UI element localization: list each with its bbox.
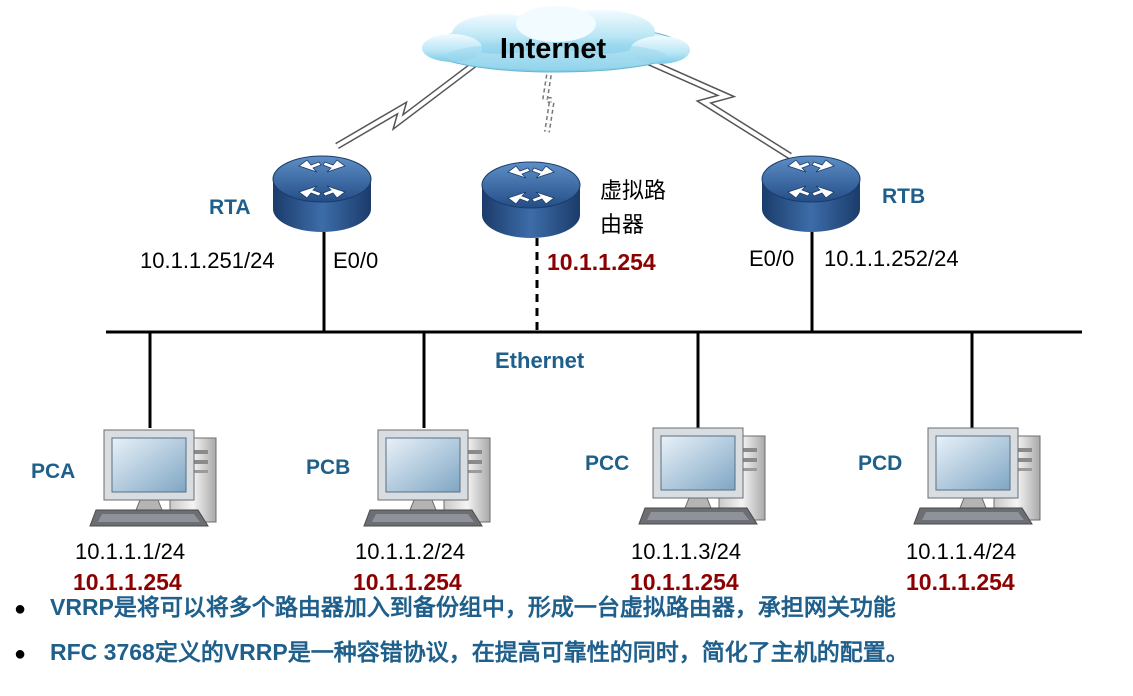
pca-gateway-label: 10.1.1.254	[73, 569, 182, 595]
pcb-ip-label: 10.1.1.2/24	[355, 539, 465, 564]
rta-label: RTA	[209, 196, 251, 219]
virtual-router-ip-label: 10.1.1.254	[547, 249, 656, 275]
wan-link-virtual-inner	[543, 67, 554, 133]
bullet-item-vrrp-definition: ● VRRP是将可以将多个路由器加入到备份组中，形成一台虚拟路由器，承担网关功能	[14, 588, 896, 622]
bullet-text: VRRP是将可以将多个路由器加入到备份组中，形成一台虚拟路由器，承担网关功能	[50, 594, 896, 620]
pcc-ip-label: 10.1.1.3/24	[631, 539, 741, 564]
rtb-router-icon	[761, 155, 861, 233]
pcb-computer-icon	[363, 429, 491, 527]
rtb-interface-label: E0/0	[749, 246, 794, 271]
rta-interface-label: E0/0	[333, 248, 378, 273]
internet-label: Internet	[500, 33, 607, 65]
rtb-label: RTB	[882, 185, 925, 208]
pcd-computer-icon	[913, 427, 1041, 525]
pcd-gateway-label: 10.1.1.254	[906, 569, 1015, 595]
bullet-text: RFC 3768定义的VRRP是一种容错协议，在提高可靠性的同时，简化了主机的配…	[50, 639, 909, 665]
pca-ip-label: 10.1.1.1/24	[75, 539, 185, 564]
bullet-dot-icon: ●	[14, 643, 27, 665]
pcb-label: PCB	[306, 456, 350, 479]
pcd-ip-label: 10.1.1.4/24	[906, 539, 1016, 564]
rta-router-icon	[272, 155, 372, 233]
pca-computer-icon	[89, 429, 217, 527]
rta-ip-label: 10.1.1.251/24	[140, 248, 275, 273]
ethernet-label: Ethernet	[495, 348, 585, 373]
pca-label: PCA	[31, 460, 75, 483]
bullet-item-rfc: ● RFC 3768定义的VRRP是一种容错协议，在提高可靠性的同时，简化了主机的…	[14, 633, 909, 667]
bullet-dot-icon: ●	[14, 598, 27, 620]
pcc-gateway-label: 10.1.1.254	[630, 569, 739, 595]
rtb-ip-label: 10.1.1.252/24	[824, 246, 959, 271]
internet-cloud-icon	[422, 6, 690, 73]
virtual-router-icon	[481, 161, 581, 239]
virtual-router-label-line1: 虚拟路	[600, 178, 666, 203]
pcb-gateway-label: 10.1.1.254	[353, 569, 462, 595]
pcc-label: PCC	[585, 452, 629, 475]
wan-link-rtb-inner	[639, 56, 792, 158]
virtual-router-label-line2: 由器	[600, 212, 644, 237]
pcc-computer-icon	[638, 427, 766, 525]
pcd-label: PCD	[858, 452, 902, 475]
wan-link-rta-inner	[335, 58, 482, 148]
